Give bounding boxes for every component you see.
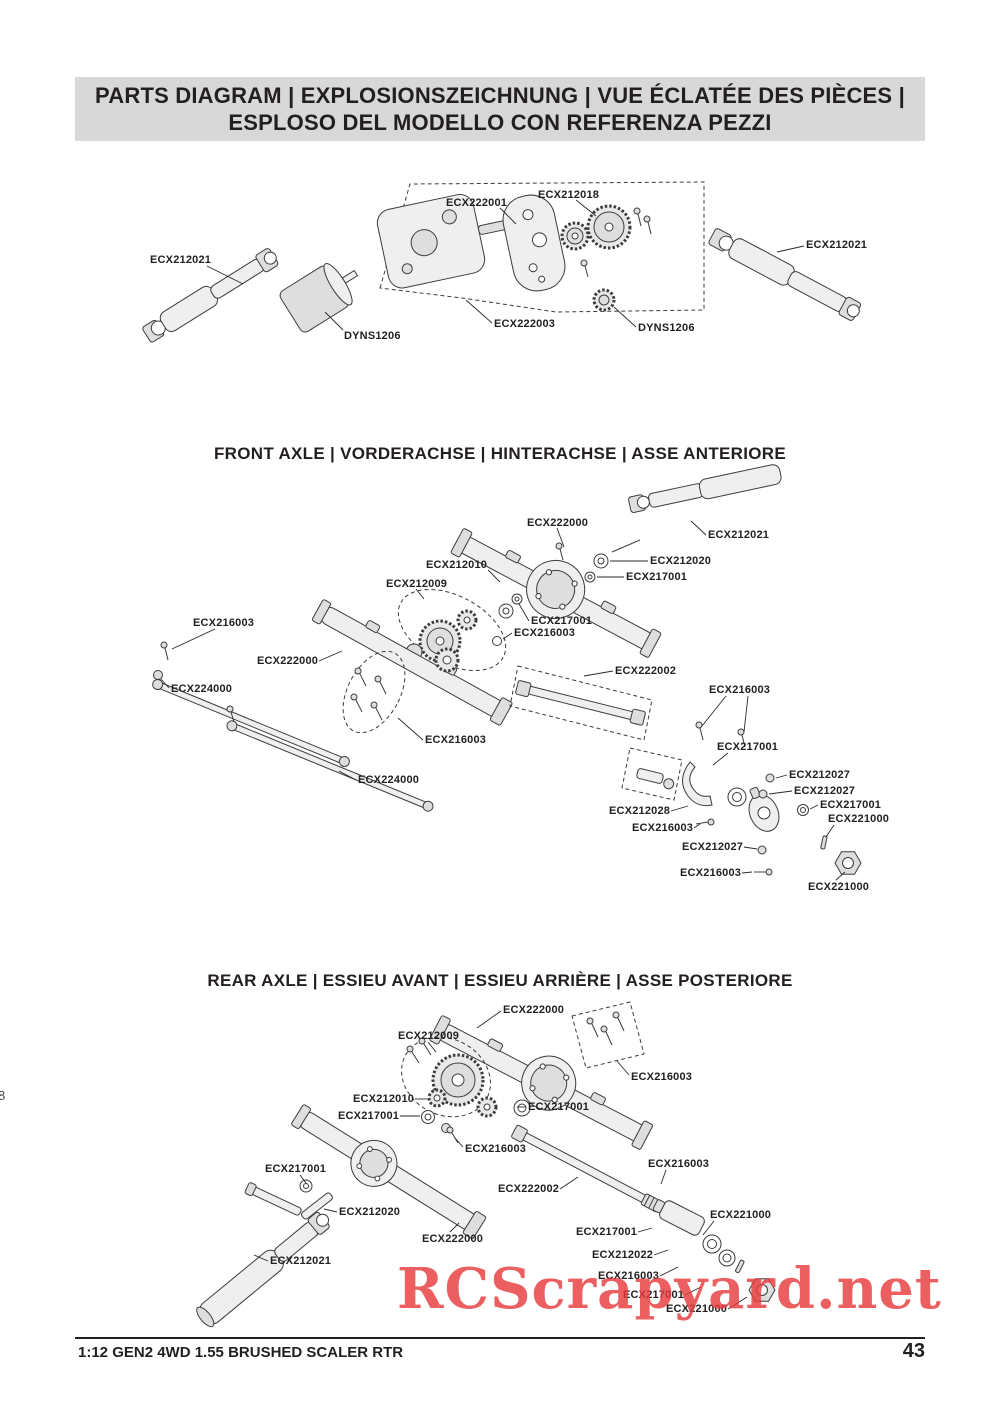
part-label-ecx216003: ECX216003 — [193, 617, 255, 629]
part-label-ecx212027: ECX212027 — [789, 769, 851, 781]
part-label-ecx217001: ECX217001 — [576, 1226, 638, 1238]
part-label-ecx216003: ECX216003 — [680, 867, 742, 879]
part-label-ecx212018: ECX212018 — [538, 189, 600, 201]
part-label-ecx212020: ECX212020 — [339, 1206, 401, 1218]
part-label-ecx217001: ECX217001 — [528, 1101, 590, 1113]
part-label-ecx222002: ECX222002 — [615, 665, 677, 677]
part-label-ecx217001: ECX217001 — [265, 1163, 327, 1175]
transmission-illustration — [142, 181, 862, 343]
watermark: RCScrapyard.net — [397, 1256, 942, 1322]
page-edge-artifact: 8 — [0, 1088, 6, 1103]
part-label-ecx222003: ECX222003 — [494, 318, 556, 330]
front-axle-illustration — [152, 464, 862, 876]
part-label-ecx216003: ECX216003 — [631, 1071, 693, 1083]
part-label-ecx212009: ECX212009 — [398, 1030, 460, 1042]
part-label-ecx212027: ECX212027 — [682, 841, 744, 853]
part-label-ecx216003: ECX216003 — [709, 684, 771, 696]
part-label-ecx222002: ECX222002 — [498, 1183, 560, 1195]
part-label-ecx222001: ECX222001 — [446, 197, 508, 209]
footer-model-name: 1:12 GEN2 4WD 1.55 BRUSHED SCALER RTR — [78, 1344, 404, 1361]
part-label-ecx224000: ECX224000 — [171, 683, 233, 695]
part-label-ecx212021: ECX212021 — [806, 239, 868, 251]
part-label-ecx221000: ECX221000 — [710, 1209, 772, 1221]
part-label-ecx222000: ECX222000 — [257, 655, 319, 667]
part-label-ecx212021: ECX212021 — [708, 529, 770, 541]
part-label-ecx212020: ECX212020 — [650, 555, 712, 567]
part-label-ecx212010: ECX212010 — [426, 559, 488, 571]
part-label-ecx217001: ECX217001 — [717, 741, 779, 753]
banner-line2: ESPLOSO DEL MODELLO CON REFERENZA PEZZI — [228, 109, 772, 135]
part-label-ecx224000: ECX224000 — [358, 774, 420, 786]
part-label-ecx216003: ECX216003 — [514, 627, 576, 639]
part-label-ecx222000: ECX222000 — [422, 1233, 484, 1245]
part-label-dyns1206: DYNS1206 — [638, 322, 695, 334]
part-label-ecx217001: ECX217001 — [531, 615, 593, 627]
part-label-ecx216003: ECX216003 — [648, 1158, 710, 1170]
rear-axle-title: REAR AXLE | ESSIEU AVANT | ESSIEU ARRIÈR… — [207, 971, 793, 990]
front-axle-title: FRONT AXLE | VORDERACHSE | HINTERACHSE |… — [214, 444, 786, 463]
page-number: 43 — [902, 1340, 925, 1362]
part-label-ecx217001: ECX217001 — [820, 799, 882, 811]
part-label-ecx212027: ECX212027 — [794, 785, 856, 797]
part-label-ecx212028: ECX212028 — [609, 805, 671, 817]
part-label-ecx212010: ECX212010 — [353, 1093, 415, 1105]
part-label-ecx221000: ECX221000 — [828, 813, 890, 825]
footer-divider — [75, 1337, 925, 1339]
part-label-ecx216003: ECX216003 — [425, 734, 487, 746]
part-label-ecx222000: ECX222000 — [503, 1004, 565, 1016]
part-label-ecx212009: ECX212009 — [386, 578, 448, 590]
part-label-ecx212021: ECX212021 — [150, 254, 212, 266]
part-label-dyns1206: DYNS1206 — [344, 330, 401, 342]
banner-line1: PARTS DIAGRAM | EXPLOSIONSZEICHNUNG | VU… — [95, 82, 905, 108]
part-label-ecx221000: ECX221000 — [808, 881, 870, 893]
part-label-ecx216003: ECX216003 — [465, 1143, 527, 1155]
part-label-ecx217001: ECX217001 — [626, 571, 688, 583]
title-banner: PARTS DIAGRAM | EXPLOSIONSZEICHNUNG | VU… — [75, 77, 925, 141]
part-label-ecx217001: ECX217001 — [338, 1110, 400, 1122]
part-label-ecx212021: ECX212021 — [270, 1255, 332, 1267]
part-label-ecx222000: ECX222000 — [527, 517, 589, 529]
part-label-ecx216003: ECX216003 — [632, 822, 694, 834]
